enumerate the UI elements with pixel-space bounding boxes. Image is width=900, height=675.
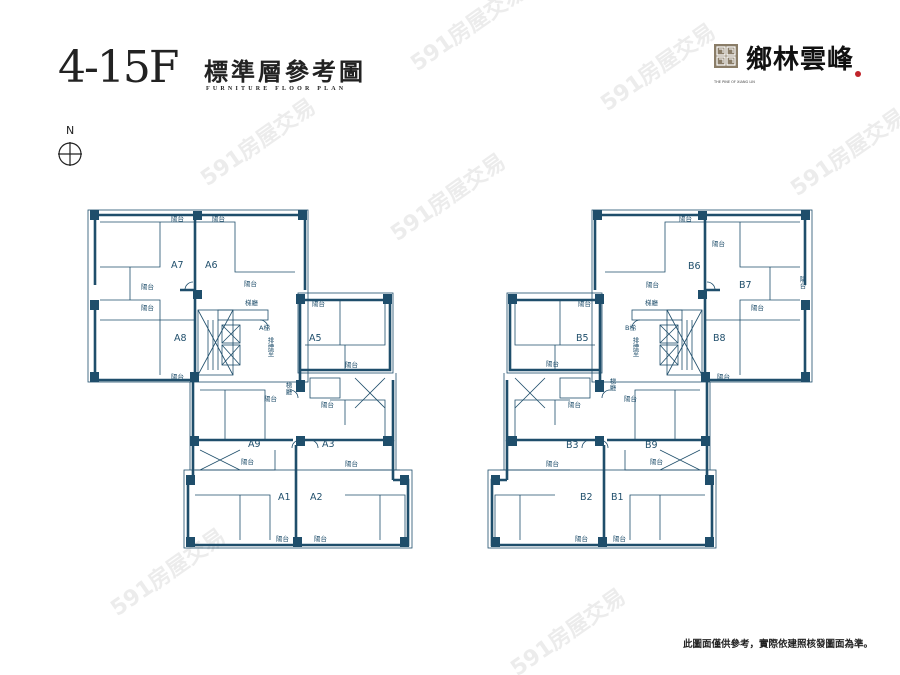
balcony-label: 陽台 <box>578 299 591 308</box>
unit-a9: A9 <box>248 439 261 450</box>
balcony-label: 陽台 <box>712 239 725 248</box>
balcony-label: 陽台 <box>312 299 325 308</box>
unit-a2: A2 <box>310 492 323 503</box>
unit-b3: B3 <box>566 440 579 451</box>
page-subtitle: FURNITURE FLOOR PLAN <box>206 86 347 92</box>
balcony-label: 陽台 <box>613 534 626 543</box>
stair-b-label: B梯 <box>625 323 636 332</box>
seal-icon <box>855 71 861 77</box>
balcony-label: 陽台 <box>241 457 254 466</box>
balcony-label: 陽台 <box>276 534 289 543</box>
unit-b6: B6 <box>688 261 701 272</box>
balcony-label: 陽台 <box>546 459 559 468</box>
smoke-room-label: 排煙室 <box>266 336 274 357</box>
balcony-labels-b: 陽台 陽台 陽台 陽台 陽台 陽台 陽台 陽台 陽台 陽台 陽台 陽台 陽台 陽… <box>546 214 806 543</box>
unit-b9: B9 <box>645 440 658 451</box>
balcony-label: 陽台 <box>314 534 327 543</box>
balcony-label: 陽台 <box>345 360 358 369</box>
lobby-label: 梯廳 <box>608 377 616 393</box>
floor-range: 4-15F <box>58 42 179 93</box>
unit-b5: B5 <box>576 333 589 344</box>
page-title: 標準層參考圖 <box>204 58 366 86</box>
unit-a1: A1 <box>278 492 291 503</box>
balcony-label: 陽台 <box>345 459 358 468</box>
stair-a-label: A梯 <box>259 323 270 332</box>
unit-b1: B1 <box>611 492 624 503</box>
balcony-label: 陽台 <box>171 372 184 381</box>
core-labels: 梯廳 梯廳 A梯 排煙室 梯廳 梯廳 B梯 排煙室 <box>245 298 659 396</box>
balcony-label: 陽台 <box>650 457 663 466</box>
unit-a8: A8 <box>174 333 187 344</box>
balcony-label: 陽台 <box>575 534 588 543</box>
balcony-label: 陽台 <box>751 303 764 312</box>
balcony-label: 陽台 <box>212 214 225 223</box>
unit-labels-b: B6 B7 B5 B8 B3 B9 B2 B1 <box>566 261 752 503</box>
logo-mark-icon <box>714 44 738 68</box>
balcony-label: 陽台 <box>646 280 659 289</box>
disclaimer: 此圖面僅供參考，實際依建照核發圖面為準。 <box>683 639 874 650</box>
logo-subtext: THE PINE OF XIANG LIN <box>714 80 755 84</box>
logo-name: 鄉林雲峰 <box>746 45 855 75</box>
unit-a6: A6 <box>205 260 218 271</box>
balcony-label: 陽台 <box>546 359 559 368</box>
building-a <box>86 208 414 550</box>
lobby-label: 梯廳 <box>284 381 292 397</box>
unit-b7: B7 <box>739 280 752 291</box>
balcony-label: 陽台 <box>568 400 581 409</box>
balcony-labels-a: 陽台 陽台 陽台 陽台 陽台 陽台 陽台 陽台 陽台 陽台 陽台 陽台 陽台 陽… <box>141 214 358 543</box>
building-b <box>486 208 814 550</box>
brand-logo: THE PINE OF XIANG LIN 鄉林雲峰 <box>714 44 864 88</box>
unit-b8: B8 <box>713 333 726 344</box>
balcony-label: 陽台 <box>171 214 184 223</box>
lobby-label: 梯廳 <box>645 298 659 307</box>
unit-a5: A5 <box>309 333 322 344</box>
balcony-label: 陽台 <box>798 275 806 291</box>
balcony-label: 陽台 <box>141 303 154 312</box>
compass-icon <box>58 142 82 166</box>
balcony-label: 陽台 <box>244 279 257 288</box>
balcony-label: 陽台 <box>717 372 730 381</box>
balcony-label: 陽台 <box>679 214 692 223</box>
unit-a3: A3 <box>322 439 335 450</box>
balcony-label: 陽台 <box>321 400 334 409</box>
balcony-label: 陽台 <box>264 394 277 403</box>
balcony-label: 陽台 <box>141 282 154 291</box>
unit-labels-a: A7 A6 A8 A5 A9 A3 A1 A2 <box>171 260 335 503</box>
unit-b2: B2 <box>580 492 593 503</box>
unit-a7: A7 <box>171 260 184 271</box>
lobby-label: 梯廳 <box>245 298 259 307</box>
smoke-room-label: 排煙室 <box>631 336 639 357</box>
balcony-label: 陽台 <box>624 394 637 403</box>
north-label: N <box>66 124 75 137</box>
